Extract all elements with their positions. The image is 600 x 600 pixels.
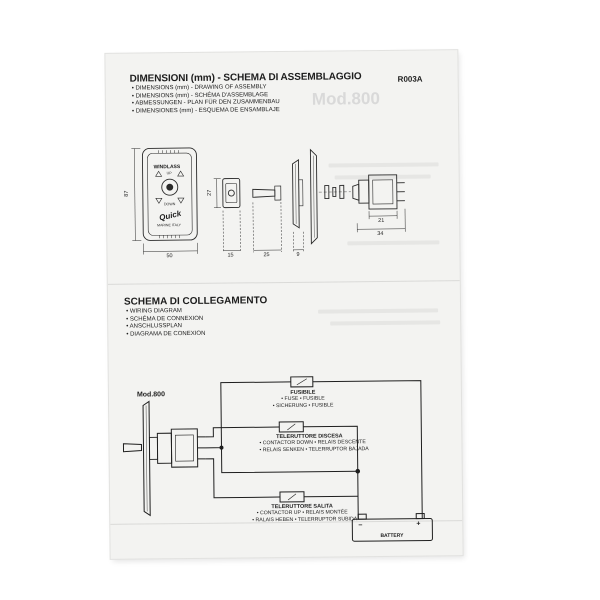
up-contactor-label: TELERUTTORE SALITA • CONTACTOR UP • RELA… — [252, 503, 358, 524]
battery-plus-sign: + — [416, 520, 421, 528]
fuse-line2: • SICHERUNG • FUSIBLE — [272, 402, 334, 409]
down-contactor-line2: • RELAIS SENKEN • TELERRUPTOR BAJADA — [259, 445, 369, 454]
wiring-diagram — [122, 376, 433, 542]
battery-label: BATTERY — [380, 532, 404, 540]
down-contactor-label: TELERUTTORE DISCESA • CONTACTOR DOWN • R… — [259, 433, 369, 454]
assembly-drawing — [131, 147, 406, 255]
instruction-sheet: Mod.800 DIMENSIONI (mm) - SCHEMA DI ASSE… — [105, 50, 463, 559]
fuse-label: FUSIBILE • FUSE • FUSIBLE • SICHERUNG • … — [267, 389, 339, 409]
up-contactor-line2: • RALAIS HEBEN • TELERRUPTOR SUBIDA — [252, 516, 358, 524]
battery-minus-sign: − — [358, 522, 363, 530]
wiring-model-label: Mod.800 — [136, 391, 165, 399]
